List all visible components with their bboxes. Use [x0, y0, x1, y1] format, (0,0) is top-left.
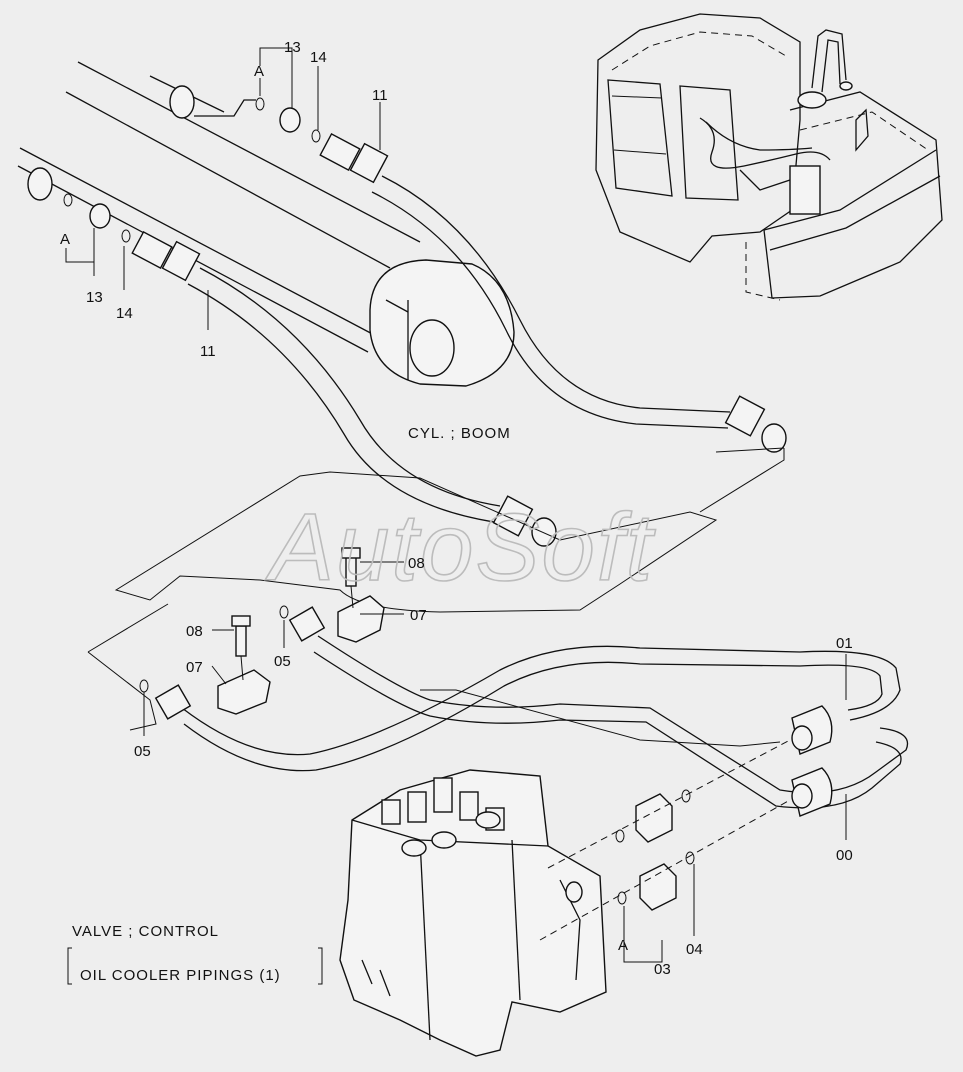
callout-13-lower: 13: [86, 289, 103, 306]
callout-07-upper: 07: [410, 607, 427, 624]
floor-plate-outline: [87, 447, 785, 747]
boom-cylinder-illustration: [17, 61, 515, 387]
cylinder-label: CYL. ; BOOM: [408, 425, 511, 442]
callout-01: 01: [836, 635, 853, 652]
callout-00: 00: [836, 847, 853, 864]
clamp-bolt-upper: [337, 547, 385, 643]
callout-08-lower: 08: [186, 623, 203, 640]
watermark: AutoSoft: [265, 494, 656, 601]
callout-a-valve: A: [618, 937, 628, 954]
excavator-overview-illustration: [595, 13, 943, 301]
hose-11-upper: [319, 132, 787, 453]
valve-label: VALVE ; CONTROL: [72, 923, 219, 940]
caption-label: OIL COOLER PIPINGS (1): [80, 967, 281, 984]
control-valve-illustration: [339, 739, 791, 1057]
leader-lines: [65, 47, 847, 985]
callout-07-lower: 07: [186, 659, 203, 676]
callout-05-lower: 05: [134, 743, 151, 760]
boom-fittings: [27, 85, 321, 243]
callout-a-upper: A: [254, 63, 264, 80]
callout-14-lower: 14: [116, 305, 133, 322]
oil-cooler-pipes: [154, 606, 909, 817]
callout-a-lower: A: [60, 231, 70, 248]
clamp-bolt-lower: [139, 605, 289, 715]
callout-08-upper: 08: [408, 555, 425, 572]
callout-13-upper: 13: [284, 39, 301, 56]
callout-04: 04: [686, 941, 703, 958]
callout-11-upper: 11: [372, 87, 388, 104]
callout-03: 03: [654, 961, 671, 978]
hose-11-lower: [131, 230, 557, 547]
callout-11-lower: 11: [200, 343, 216, 360]
callout-14-upper: 14: [310, 49, 327, 66]
callout-05-upper: 05: [274, 653, 291, 670]
